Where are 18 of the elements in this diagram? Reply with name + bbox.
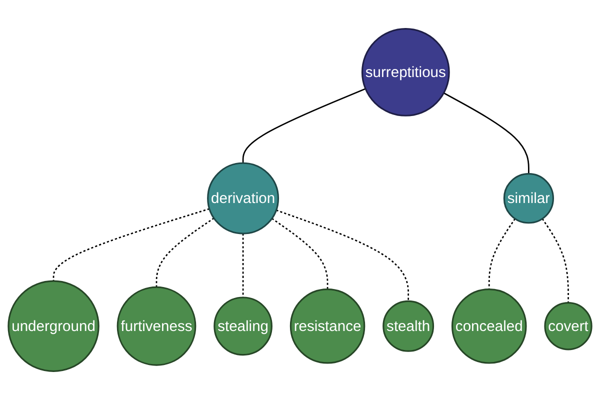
- node-circle: derivation: [207, 162, 280, 234]
- node-circle: underground: [8, 280, 100, 372]
- connector: [242, 234, 244, 298]
- connector: [52, 208, 210, 282]
- node-circle: stealth: [382, 300, 434, 352]
- node-circle: covert: [544, 302, 592, 350]
- connector: [242, 88, 366, 164]
- node-circle: resistance: [290, 288, 366, 364]
- node-circle: stealing: [214, 296, 272, 356]
- node-circle: concealed: [451, 288, 527, 364]
- connector: [443, 92, 530, 174]
- connector: [276, 210, 409, 302]
- connector: [272, 218, 328, 290]
- node-circle: surreptitious: [361, 28, 450, 116]
- connector: [542, 218, 569, 303]
- connector: [156, 218, 214, 288]
- node-circle: similar: [503, 173, 554, 224]
- node-circle: furtiveness: [116, 286, 196, 366]
